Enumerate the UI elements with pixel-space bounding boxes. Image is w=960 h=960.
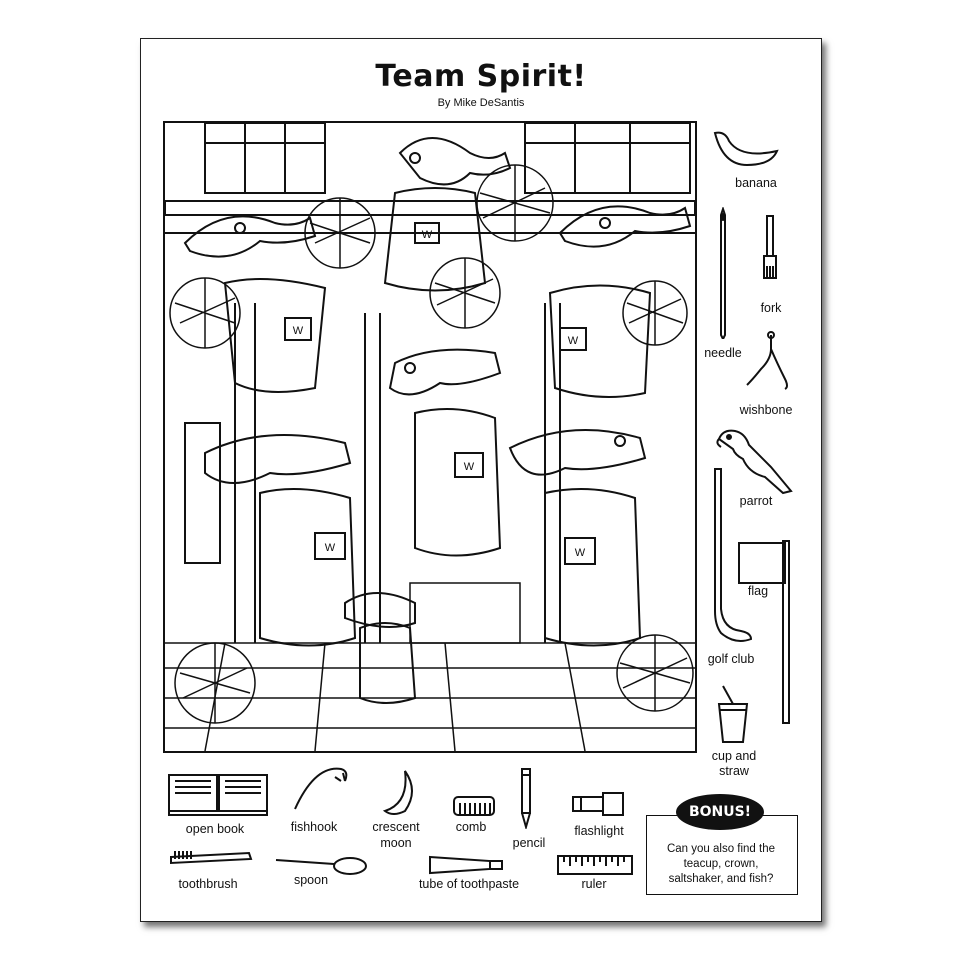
wishbone-label: wishbone [739, 403, 793, 417]
puzzle-sheet: Team Spirit! By Mike DeSantis [140, 38, 822, 922]
flag-icon [738, 540, 790, 724]
flag-label: flag [747, 584, 769, 598]
crescent-moon-label-line1: crescent [372, 820, 420, 834]
cup-and-straw-label-line1: cup and [711, 749, 757, 763]
bonus-line-1: Can you also find the [666, 843, 776, 855]
tube-of-toothpaste-label: tube of toothpaste [418, 877, 520, 891]
needle-label: needle [704, 346, 742, 360]
flashlight-label: flashlight [574, 824, 624, 838]
pencil-label: pencil [512, 836, 546, 850]
bonus-badge: BONUS! [676, 794, 764, 830]
spoon-label: spoon [293, 873, 329, 887]
hidden-pictures-scene[interactable]: W W W W W W [163, 121, 697, 753]
comb-label: comb [455, 820, 487, 834]
crescent-moon-icon [382, 770, 413, 815]
cup-and-straw-label-line2: straw [719, 764, 749, 778]
golf-club-icon [714, 468, 753, 642]
pencil-icon [521, 768, 531, 829]
parrot-icon [716, 429, 793, 495]
background-windows [165, 123, 695, 234]
doors [184, 303, 561, 643]
sweater-letter: W [464, 461, 475, 473]
sweater-letter: W [293, 325, 304, 337]
open-book-icon [168, 774, 268, 816]
flashlight-icon [572, 792, 624, 816]
pom-poms [169, 164, 694, 724]
floor [165, 582, 695, 751]
open-book-label: open book [185, 822, 245, 836]
sweater-letter: W [422, 229, 433, 241]
golf-club-label: golf club [707, 652, 755, 666]
ruler-label: ruler [581, 877, 607, 891]
ruler-icon [557, 855, 633, 875]
bonus-line-3: saltshaker, and fish? [668, 873, 774, 885]
sweater-letter: W [575, 547, 586, 559]
tube-of-toothpaste-icon [429, 855, 503, 875]
bonus-text: Can you also find the teacup, crown, sal… [649, 842, 793, 887]
parrot-label: parrot [739, 494, 773, 508]
comb-icon [453, 796, 495, 816]
fork-icon [763, 215, 777, 279]
toothbrush-label: toothbrush [178, 877, 238, 891]
alligator-cheerleader [183, 137, 692, 704]
author-byline: By Mike DeSantis [437, 97, 525, 109]
puzzle-title: Team Spirit! [375, 59, 587, 94]
cup-and-straw-icon [717, 685, 749, 743]
crescent-moon-label-line2: moon [380, 836, 412, 850]
fishhook-label: fishhook [290, 820, 338, 834]
fork-label: fork [760, 301, 782, 315]
spoon-icon [275, 857, 367, 875]
bonus-line-2: teacup, crown, [683, 858, 759, 870]
sweater-letter: W [568, 335, 579, 347]
toothbrush-icon [170, 851, 253, 865]
banana-icon [713, 131, 779, 167]
needle-icon [720, 207, 726, 339]
banana-label: banana [735, 176, 777, 190]
wishbone-icon [746, 331, 788, 390]
sweater-letter: W [325, 542, 336, 554]
fishhook-icon [294, 767, 348, 810]
